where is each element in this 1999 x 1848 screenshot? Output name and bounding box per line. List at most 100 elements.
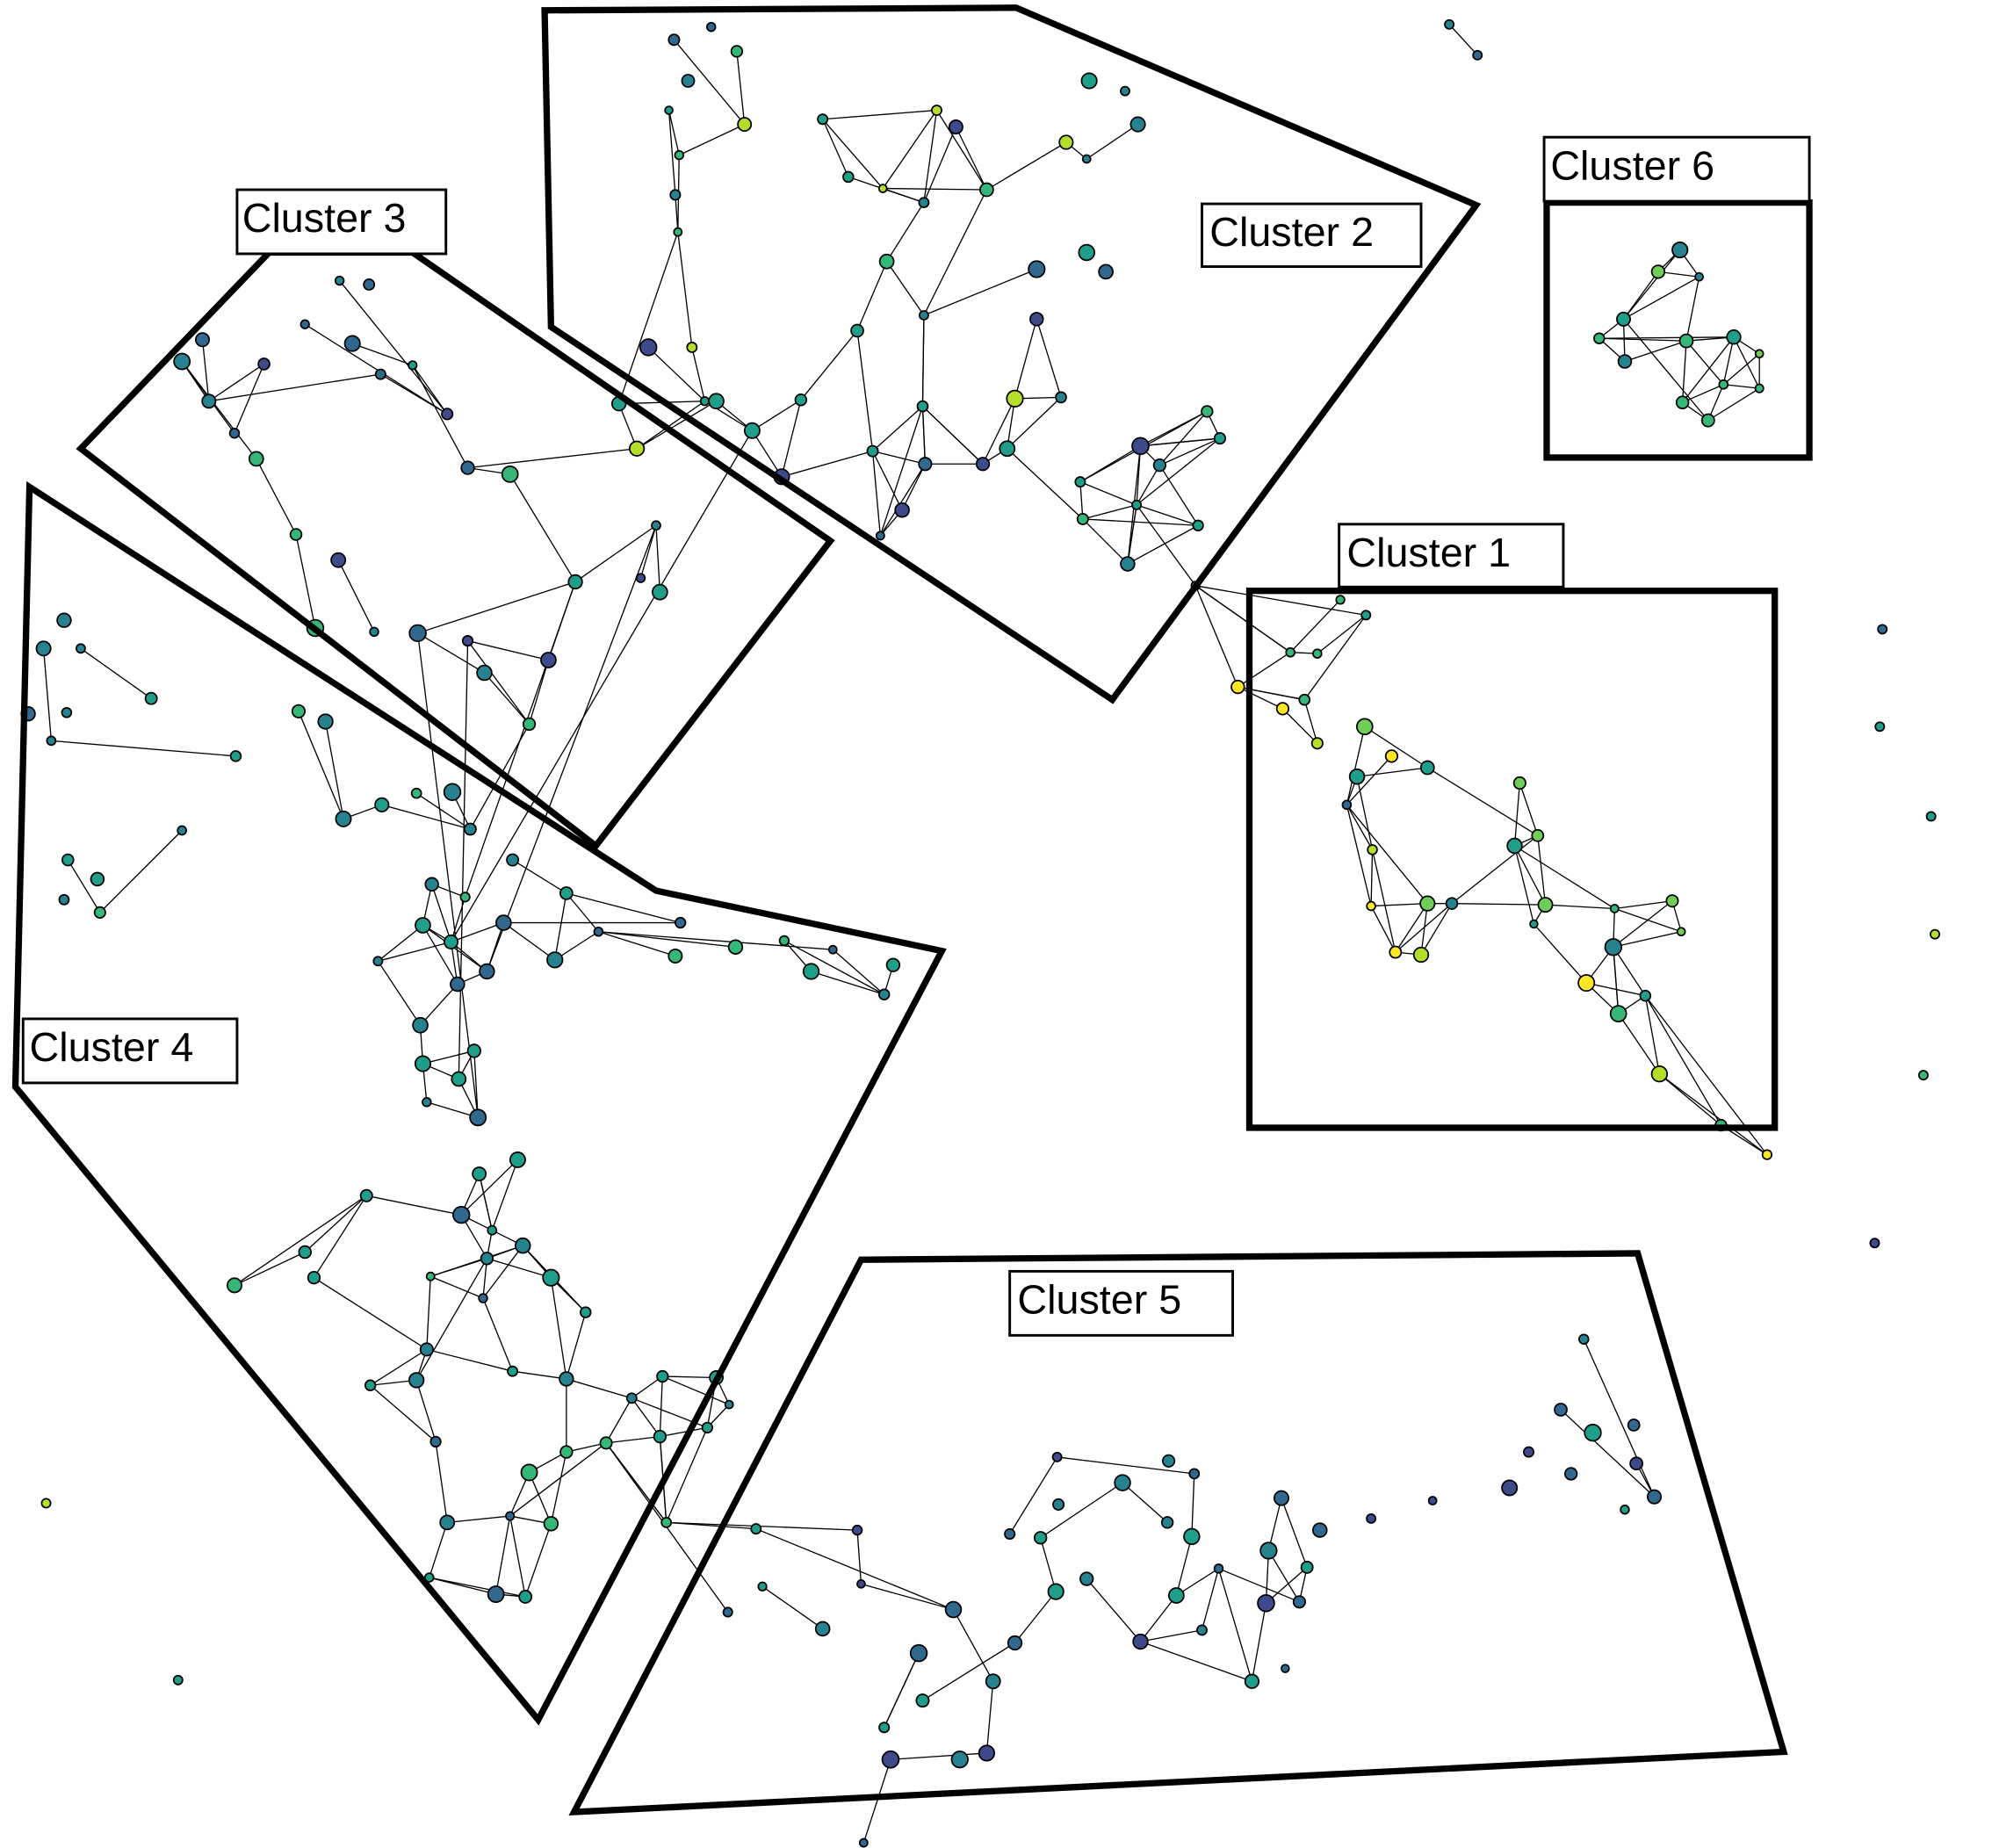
graph-edge [761, 1585, 824, 1629]
graph-node [1161, 1454, 1176, 1468]
graph-edge [234, 1195, 367, 1286]
graph-edge [923, 110, 938, 203]
graph-node [1132, 1633, 1149, 1650]
graph-edge [1426, 767, 1539, 836]
graph-edge [922, 1642, 1015, 1701]
graph-node [660, 1516, 673, 1528]
graph-node [727, 939, 744, 955]
graph-node [439, 1514, 456, 1531]
graph-edge [1136, 504, 1199, 526]
graph-node [881, 1750, 900, 1769]
graph-edge [1175, 1568, 1219, 1597]
graph-node [1578, 1333, 1590, 1345]
graph-node [1874, 721, 1886, 733]
graph-edge [181, 361, 257, 459]
graph-node [675, 916, 687, 929]
graph-edge [1136, 504, 1196, 587]
graph-node [1646, 1489, 1663, 1505]
graph-node [299, 319, 310, 329]
graph-node [460, 460, 475, 475]
graph-edge [412, 365, 469, 468]
graph-edge [1191, 1473, 1195, 1537]
graph-node [1029, 312, 1044, 327]
graph-edge [67, 859, 101, 913]
graph-edge [1014, 1591, 1057, 1643]
graph-edge [647, 346, 705, 402]
graph-edge [482, 1245, 523, 1299]
graph-edge [636, 401, 717, 450]
graph-node [364, 1379, 377, 1391]
graph-node [850, 323, 864, 338]
graph-edge [429, 1275, 484, 1299]
graph-node [408, 624, 427, 643]
graph-node [487, 1585, 505, 1603]
graph-node [1676, 927, 1686, 937]
graph-node [459, 892, 471, 903]
graph-node [919, 310, 929, 321]
graph-edge [1613, 946, 1646, 997]
graph-edge [422, 925, 458, 985]
graph-node [1356, 718, 1374, 736]
graph-edge [1140, 1641, 1252, 1682]
graph-node [950, 1751, 969, 1769]
graph-edge [935, 110, 987, 191]
graph-node [1098, 263, 1114, 280]
graph-node [1244, 1673, 1260, 1689]
graph-node [466, 1043, 481, 1058]
graph-edge [1451, 834, 1539, 905]
graph-edge [1682, 384, 1724, 403]
graph-node [1292, 1595, 1306, 1609]
graph-edge [512, 859, 567, 894]
graph-node [472, 1166, 487, 1181]
graph-node [635, 573, 646, 583]
graph-edge [479, 1173, 493, 1231]
graph-edge [1370, 849, 1374, 906]
graph-edge [1009, 1456, 1058, 1534]
graph-edge [528, 660, 550, 725]
graph-node [1419, 895, 1436, 912]
graph-edge [524, 1523, 552, 1598]
graph-edge [1317, 614, 1367, 654]
graph-node [975, 457, 991, 472]
graph-node [522, 717, 537, 732]
graph-node [1501, 1479, 1519, 1497]
cluster-labels: Cluster 1 Cluster 2 Cluster 3 Cluster 4 … [21, 135, 1811, 1337]
graph-edge [1722, 353, 1760, 386]
graph-edge [1513, 845, 1535, 925]
graph-edge [1586, 982, 1646, 997]
graph-node [518, 1590, 533, 1604]
edges-layer [42, 24, 1768, 1844]
graph-edge [377, 960, 422, 1026]
graph-edge [666, 1521, 858, 1531]
graph-node [1917, 1070, 1929, 1081]
cluster-3-label: Cluster 3 [235, 188, 448, 256]
graph-edge [42, 648, 53, 741]
graph-node [501, 466, 519, 483]
graph-node [478, 1293, 488, 1303]
graph-edge [752, 399, 802, 431]
graph-edge [550, 1277, 567, 1380]
graph-node [668, 33, 681, 47]
graph-edge [1195, 585, 1367, 617]
graph-node [1120, 85, 1130, 97]
graph-node [559, 1445, 574, 1459]
graph-node [681, 74, 696, 88]
graph-node [514, 1237, 531, 1254]
graph-node [75, 643, 86, 654]
graph-edge [822, 109, 937, 120]
graph-edge [811, 971, 884, 995]
graph-edge [1267, 1550, 1300, 1603]
graph-node [1335, 595, 1346, 605]
graph-edge [822, 119, 849, 177]
graph-edge [208, 373, 381, 402]
graph-edge [381, 804, 471, 830]
graph-node [441, 408, 454, 421]
svg-text:Cluster 5: Cluster 5 [1017, 1277, 1181, 1323]
graph-node [1700, 413, 1715, 428]
graph-edge [1159, 437, 1221, 466]
graph-edge [1370, 906, 1396, 953]
graph-node [1564, 1467, 1578, 1481]
graph-node [985, 1673, 1001, 1690]
graph-edge [99, 830, 183, 913]
graph-edge [1086, 1578, 1141, 1642]
